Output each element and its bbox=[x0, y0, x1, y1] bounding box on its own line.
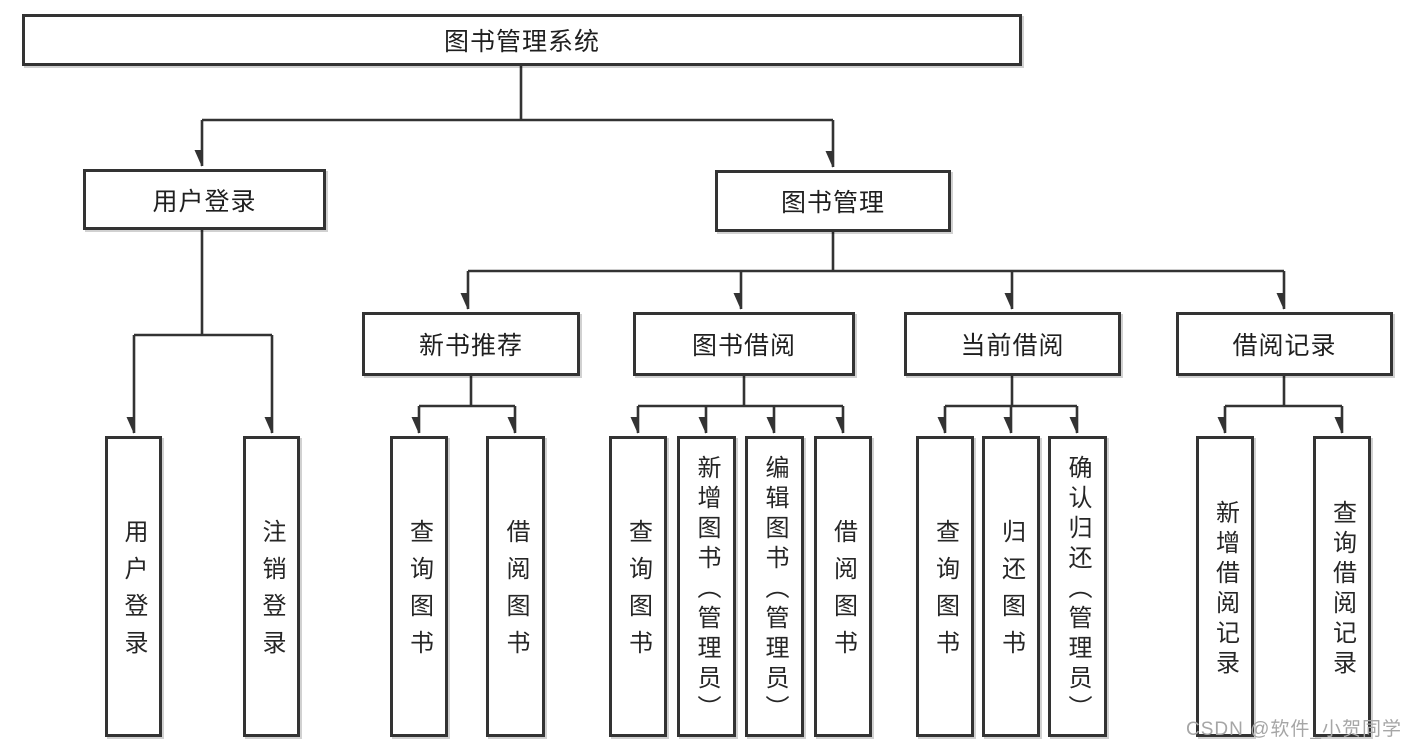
leaf-add-books-admin: 新增图书（管理员） bbox=[677, 436, 736, 737]
leaf-label: 查询图书 bbox=[405, 519, 433, 667]
leaf-borrow-books-recommend: 借阅图书 bbox=[486, 436, 545, 737]
leaf-borrow-books: 借阅图书 bbox=[814, 436, 872, 737]
leaf-label: 新增借阅记录 bbox=[1211, 499, 1239, 680]
node-label: 图书借阅 bbox=[691, 332, 796, 360]
leaf-add-borrow-record: 新增借阅记录 bbox=[1196, 436, 1254, 737]
node-user-login: 用户登录 bbox=[83, 169, 326, 230]
leaf-query-books-recommend: 查询图书 bbox=[390, 436, 448, 737]
leaf-label: 注销登录 bbox=[258, 519, 285, 667]
leaf-confirm-return-admin: 确认归还（管理员） bbox=[1048, 436, 1107, 737]
leaf-label: 归还图书 bbox=[997, 519, 1025, 667]
node-label: 借阅记录 bbox=[1232, 332, 1337, 360]
leaf-return-books: 归还图书 bbox=[982, 436, 1040, 737]
leaf-query-books-borrowing: 查询图书 bbox=[609, 436, 667, 737]
leaf-label: 新增图书（管理员） bbox=[693, 454, 720, 725]
leaf-label: 确认归还（管理员） bbox=[1064, 454, 1091, 725]
node-book-borrowing: 图书借阅 bbox=[633, 312, 855, 376]
leaf-query-books-current: 查询图书 bbox=[916, 436, 974, 737]
node-label: 图书管理系统 bbox=[443, 28, 600, 56]
node-new-book-recommendation: 新书推荐 bbox=[362, 312, 580, 376]
leaf-label: 查询图书 bbox=[931, 519, 959, 667]
node-borrowing-records: 借阅记录 bbox=[1176, 312, 1393, 376]
node-book-management: 图书管理 bbox=[715, 170, 951, 232]
leaf-logout: 注销登录 bbox=[243, 436, 300, 737]
leaf-label: 用户登录 bbox=[120, 519, 147, 667]
node-current-borrowing: 当前借阅 bbox=[904, 312, 1121, 376]
node-label: 用户登录 bbox=[152, 187, 257, 216]
leaf-user-login: 用户登录 bbox=[105, 436, 162, 737]
csdn-watermark: CSDN @软件_小贺同学 bbox=[1186, 719, 1402, 740]
leaf-label: 借阅图书 bbox=[829, 519, 857, 667]
leaf-label: 查询图书 bbox=[624, 519, 652, 667]
leaf-label: 编辑图书（管理员） bbox=[761, 454, 788, 725]
node-label: 新书推荐 bbox=[418, 332, 523, 360]
leaf-edit-books-admin: 编辑图书（管理员） bbox=[745, 436, 804, 737]
leaf-label: 查询借阅记录 bbox=[1328, 499, 1356, 680]
leaf-label: 借阅图书 bbox=[502, 519, 529, 667]
node-library-management-system: 图书管理系统 bbox=[22, 14, 1022, 66]
tree-connectors bbox=[134, 66, 1344, 433]
node-label: 当前借阅 bbox=[960, 332, 1065, 360]
node-label: 图书管理 bbox=[780, 189, 885, 217]
leaf-query-borrow-record: 查询借阅记录 bbox=[1313, 436, 1371, 737]
